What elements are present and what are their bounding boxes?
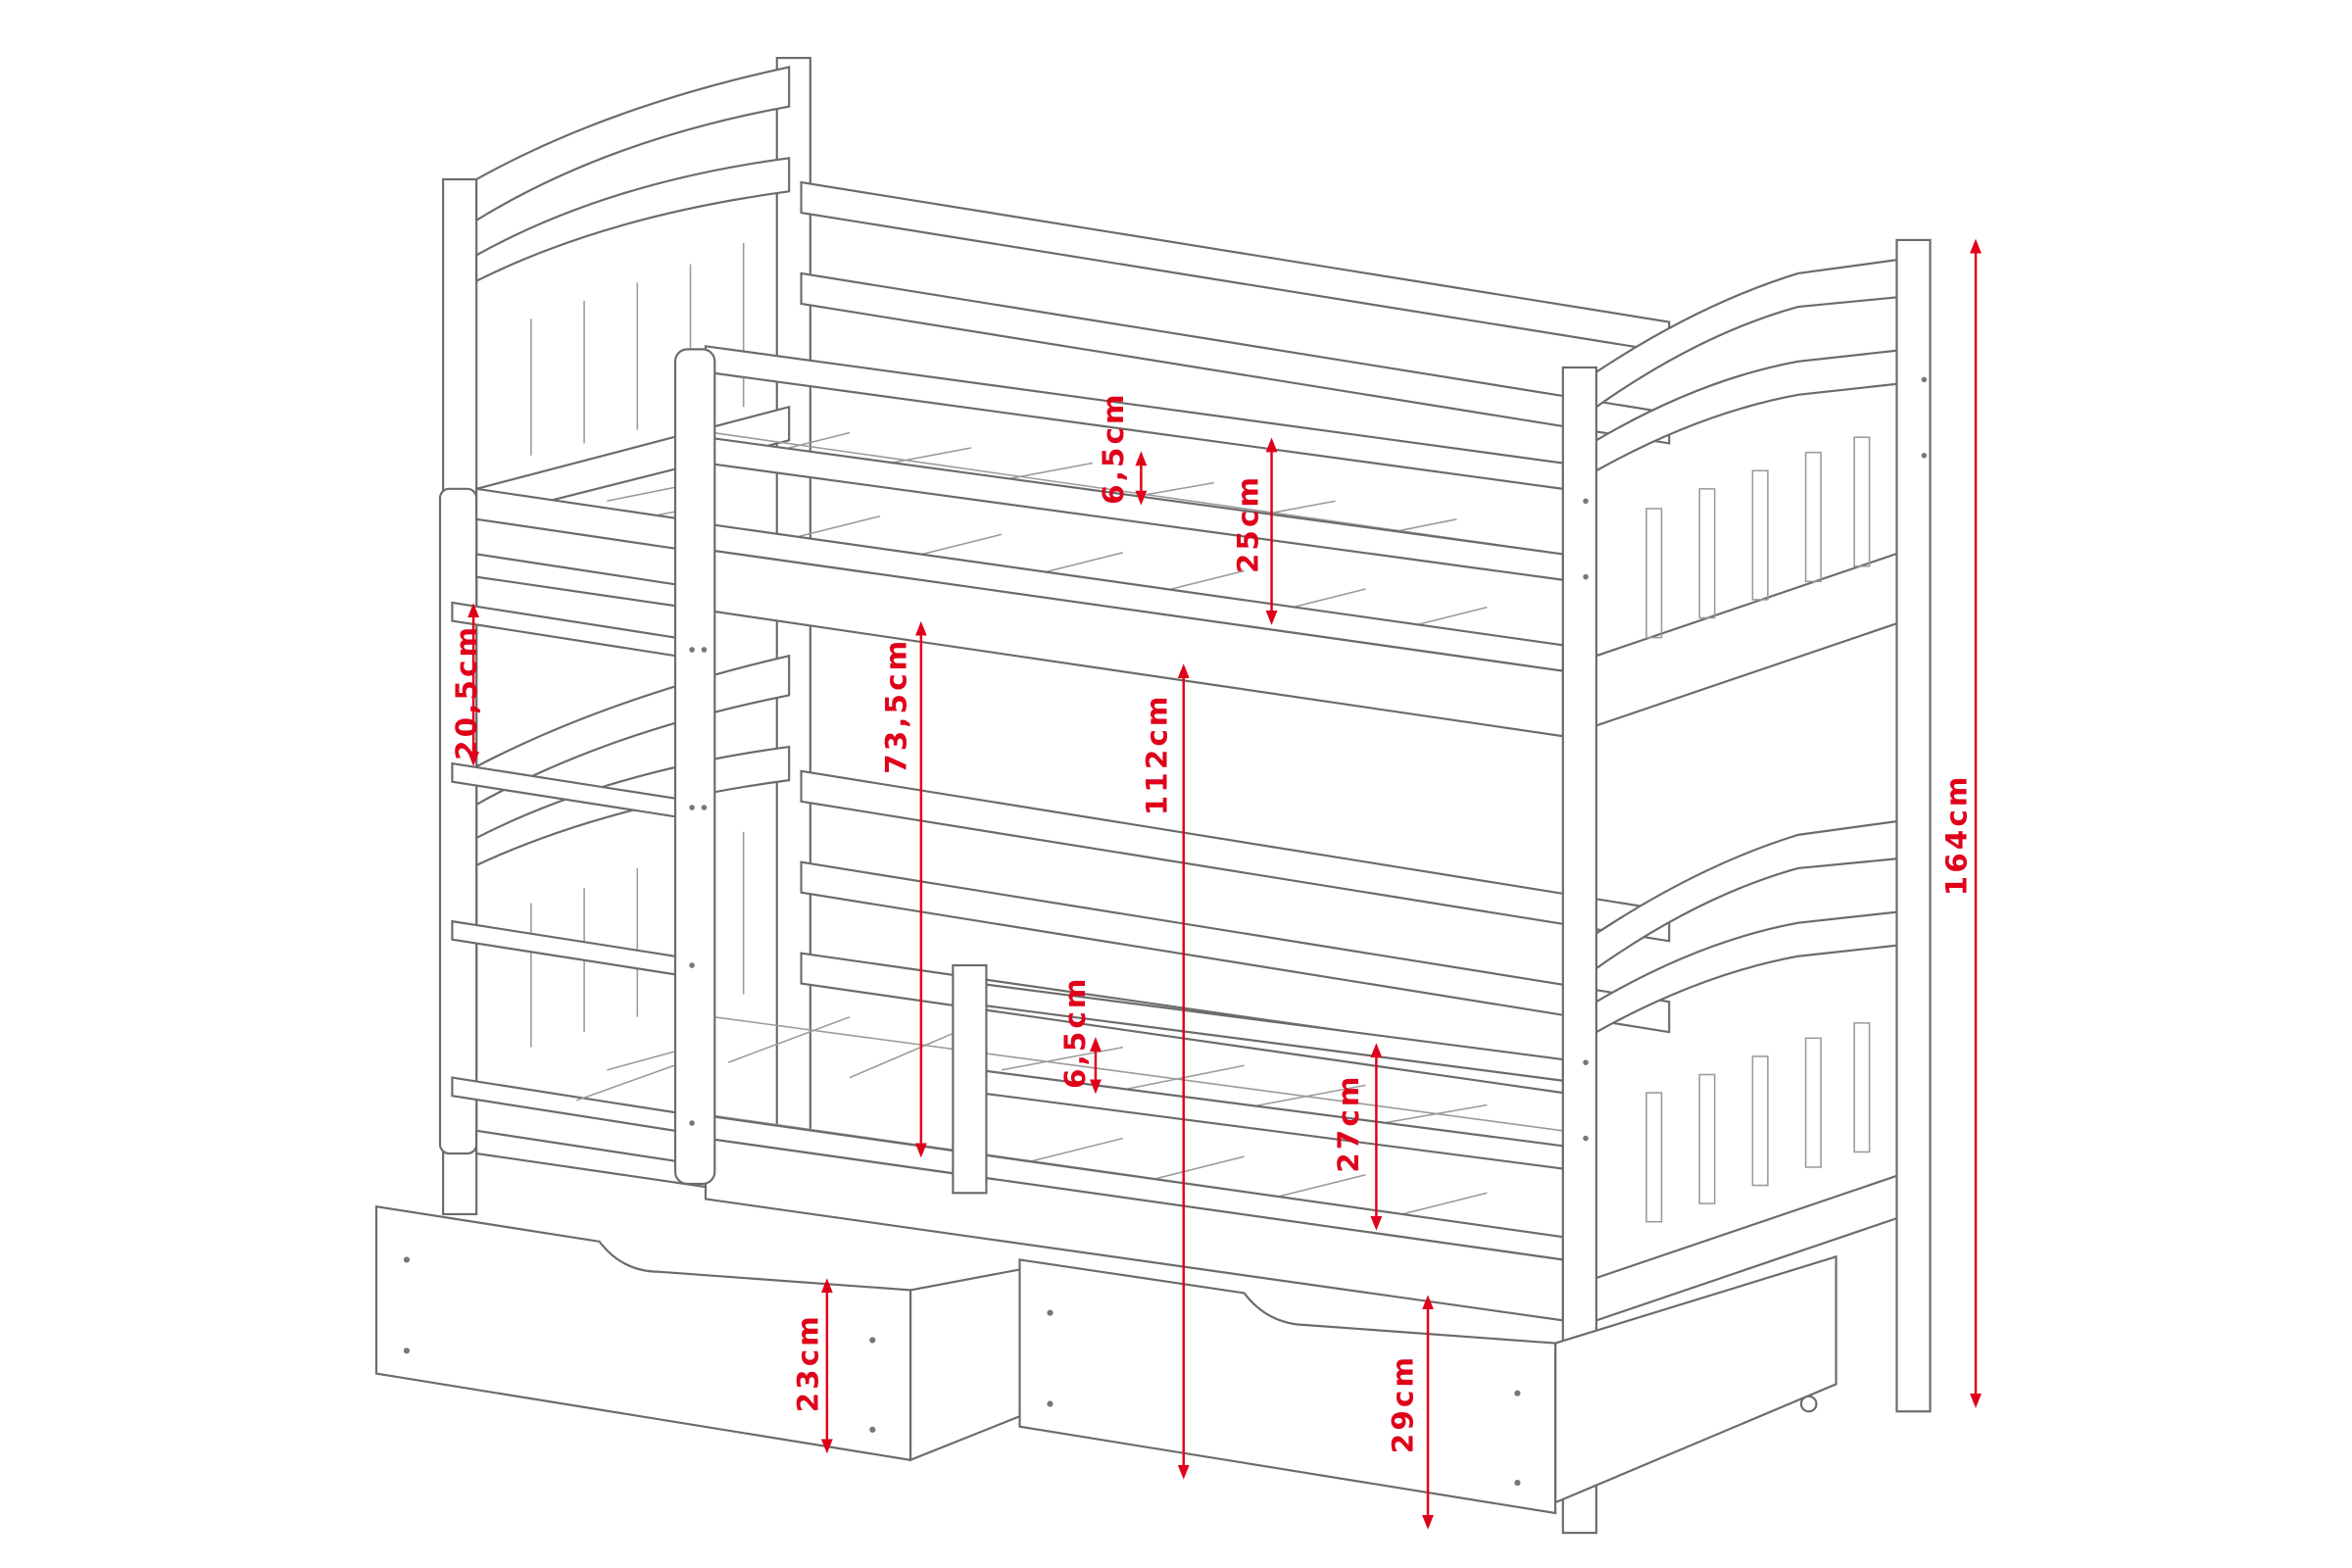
- front-left-post: [673, 348, 716, 1186]
- dim-lower-rail-gap: 6,5cm: [1058, 975, 1092, 1089]
- dim-total-height: 164cm: [1940, 773, 1974, 896]
- dim-clearance-between-beds: 73,5cm: [879, 638, 912, 774]
- dim-drawer-left-height: 23cm: [792, 1313, 825, 1412]
- ladder: [438, 487, 677, 1155]
- right-lower-headboard: [1594, 818, 1910, 1322]
- dim-upper-guard-height: 25cm: [1232, 474, 1265, 573]
- dim-drawer-right-height: 29cm: [1387, 1354, 1420, 1453]
- drawer-left: [374, 1204, 1033, 1462]
- drawer-right: [1018, 1254, 1838, 1515]
- left-lower-headboard: [475, 654, 791, 1048]
- dimension-lines: [467, 238, 1982, 1530]
- dim-lower-guard-height: 27cm: [1332, 1073, 1365, 1172]
- dim-upper-rail-gap: 6,5cm: [1097, 391, 1130, 505]
- dim-upper-bed-height: 112cm: [1141, 693, 1174, 815]
- upper-front-rails: [475, 345, 1564, 738]
- dim-ladder-rung-spacing: 20,5cm: [450, 624, 483, 760]
